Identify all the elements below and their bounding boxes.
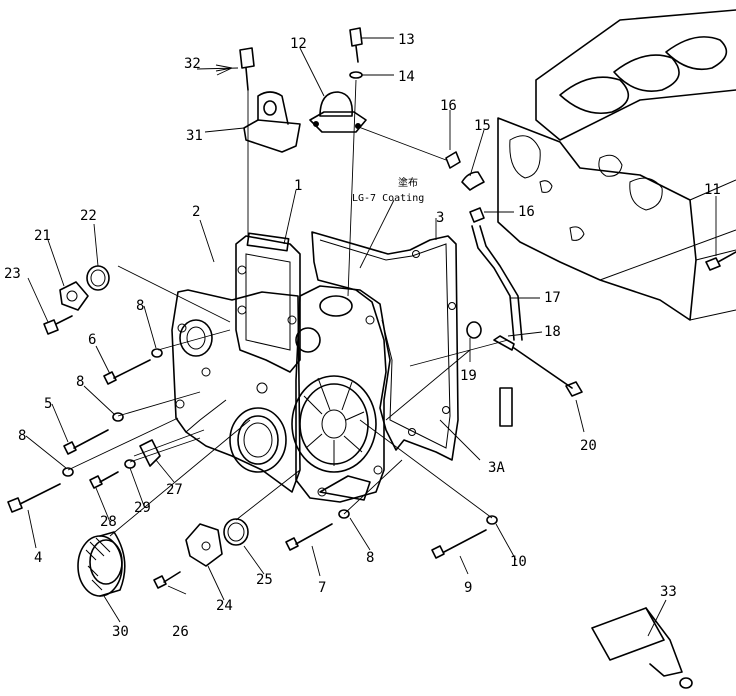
front-cover: [171, 232, 391, 503]
coating-note-text: LG-7 Coating: [352, 193, 424, 204]
callout-13: 13: [398, 32, 415, 48]
callout-3: 3: [436, 210, 444, 226]
callout-8-c: 8: [18, 428, 26, 444]
callout-30: 30: [112, 624, 129, 640]
callout-16-b: 16: [518, 204, 535, 220]
callout-18: 18: [544, 324, 561, 340]
callout-7: 7: [318, 580, 326, 596]
callout-26: 26: [172, 624, 189, 640]
callout-3a: 3A: [488, 460, 505, 476]
callout-8-a: 8: [136, 298, 144, 314]
callout-23: 23: [4, 266, 21, 282]
leader-lines: [25, 37, 717, 637]
callout-9: 9: [464, 580, 472, 596]
callout-20: 20: [580, 438, 597, 454]
callout-16-a: 16: [440, 98, 457, 114]
callout-4: 4: [34, 550, 42, 566]
callout-27: 27: [166, 482, 183, 498]
coating-note-kanji: 塗布: [398, 176, 418, 189]
callout-24: 24: [216, 598, 233, 614]
callout-1: 1: [294, 178, 302, 194]
callout-25: 25: [256, 572, 273, 588]
callout-15: 15: [474, 118, 491, 134]
callout-29: 29: [134, 500, 151, 516]
callout-6: 6: [88, 332, 96, 348]
callout-32: 32: [184, 56, 201, 72]
callout-17: 17: [544, 290, 561, 306]
callout-5: 5: [44, 396, 52, 412]
engine-block: [497, 9, 736, 321]
callout-21: 21: [34, 228, 51, 244]
small-parts: [7, 27, 736, 689]
callouts: 1 2 3 3A 4 5 6 7 8 8 8 8 9 10 11 12 13 1…: [4, 32, 721, 640]
gasket: [311, 231, 459, 461]
callout-11: 11: [704, 182, 721, 198]
callout-31: 31: [186, 128, 203, 144]
callout-28: 28: [100, 514, 117, 530]
callout-8-d: 8: [366, 550, 374, 566]
callout-2: 2: [192, 204, 200, 220]
callout-8-b: 8: [76, 374, 84, 390]
callout-33: 33: [660, 584, 677, 600]
callout-14: 14: [398, 69, 415, 85]
callout-12: 12: [290, 36, 307, 52]
callout-22: 22: [80, 208, 97, 224]
callout-10: 10: [510, 554, 527, 570]
callout-19: 19: [460, 368, 477, 384]
